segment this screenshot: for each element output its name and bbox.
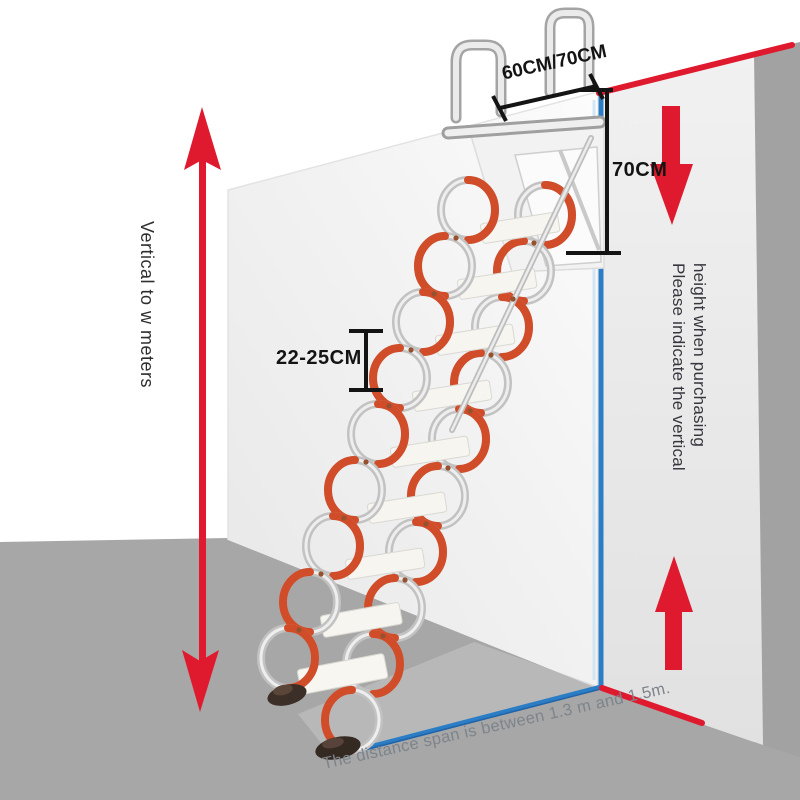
purchase-height-note: Please indicate the vertical height when… [668,263,710,471]
right-background-band [754,42,800,800]
scissor-chain-front [257,176,537,692]
left-vertical-double-arrow [182,107,221,712]
step-spacing-dimension [349,329,383,392]
red-edge-lines [596,42,795,726]
arrow-down-head [182,650,219,712]
step-spacing-label: 22-25CM [276,347,362,369]
purchase-height-note-line1: Please indicate the vertical [669,263,688,471]
attic-scissor-ladder [257,7,607,760]
up-arrow [655,556,693,670]
dimension-marks [349,73,621,392]
support-rail [449,135,594,433]
handrail-left [450,39,507,124]
arrow-up-head [184,107,221,170]
right-wall-arrows [650,106,693,670]
handrail-right [544,7,595,98]
pivot-rivets [296,235,537,639]
floor-light-patch [298,642,597,757]
ladder-feet [267,684,361,760]
bottom-edge-red-line [599,685,705,726]
floor-span-blue-line [328,684,604,760]
drop-height-label: 70CM [612,159,668,181]
drop-height-dimension [566,88,621,255]
top-edge-red-line [596,42,795,96]
down-arrow [650,106,693,225]
purchase-height-note-line2: height when purchasing [690,263,709,447]
right-wall-face [597,53,763,745]
vertical-height-note: Vertical to w meters [137,221,157,389]
